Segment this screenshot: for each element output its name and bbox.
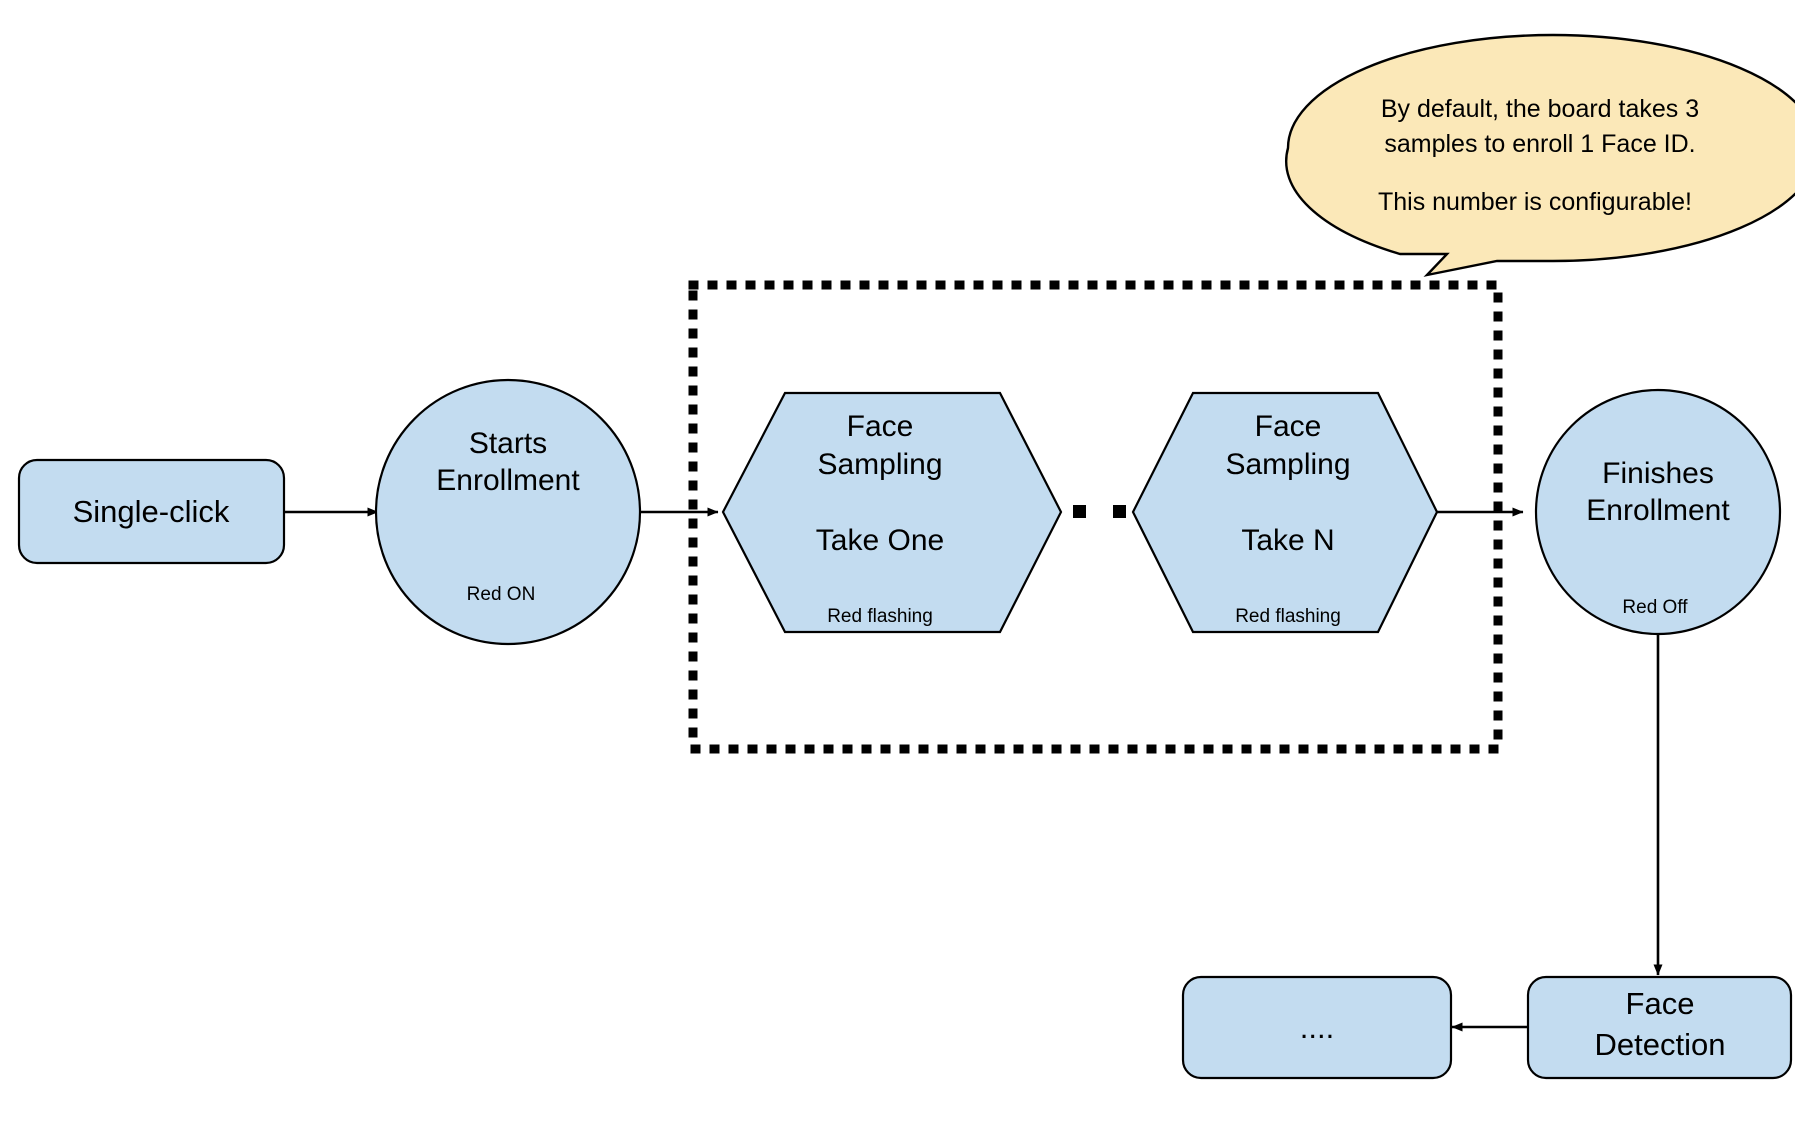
starts-enrollment-shape[interactable] [374,378,642,646]
face-sampling-one-line2: Sampling [817,448,942,481]
face-sampling-one-line1: Face [847,410,914,443]
single-click-label: Single-click [73,494,230,529]
face-sampling-one-take: Take One [816,524,944,557]
sampling-loop-boundary [688,280,1503,754]
face-sampling-one-status: Red flashing [827,606,933,627]
finishes-enrollment-line2: Enrollment [1586,494,1730,527]
face-detection-shape[interactable] [1526,975,1793,1080]
node-finishes-enrollment[interactable]: Finishes Enrollment Red Off [1534,388,1782,636]
node-face-sampling-n[interactable]: Face Sampling Take N Red flashing [1131,391,1439,634]
face-sampling-n-line1: Face [1255,410,1322,443]
callout-line3: This number is configurable! [1378,188,1692,216]
face-sampling-n-status: Red flashing [1235,606,1341,627]
face-sampling-one-shape[interactable] [721,391,1063,634]
face-sampling-n-line2: Sampling [1225,448,1350,481]
face-detection-line1: Face [1626,986,1695,1021]
finishes-enrollment-line1: Finishes [1602,457,1714,490]
finishes-enrollment-status: Red Off [1622,597,1688,618]
node-face-detection[interactable]: Face Detection [1526,975,1793,1080]
starts-enrollment-status: Red ON [467,584,536,605]
starts-enrollment-line2: Enrollment [436,464,580,497]
node-more-steps[interactable]: .... [1181,975,1453,1080]
callout-bubble-shape [1285,33,1795,277]
node-face-sampling-one[interactable]: Face Sampling Take One Red flashing [721,391,1063,634]
finishes-enrollment-shape[interactable] [1534,388,1782,636]
node-starts-enrollment[interactable]: Starts Enrollment Red ON [374,378,642,646]
more-steps-shape[interactable] [1181,975,1453,1080]
face-sampling-n-take: Take N [1241,524,1334,557]
callout-note: By default, the board takes 3 samples to… [1285,33,1795,277]
node-single-click[interactable]: Single-click [17,458,286,565]
callout-line1: By default, the board takes 3 [1381,95,1699,123]
more-steps-label: .... [1300,1010,1334,1045]
starts-enrollment-line1: Starts [469,427,547,460]
face-detection-line2: Detection [1595,1027,1726,1062]
single-click-shape[interactable] [17,458,286,565]
callout-line2: samples to enroll 1 Face ID. [1384,130,1695,158]
face-sampling-n-shape[interactable] [1131,391,1439,634]
